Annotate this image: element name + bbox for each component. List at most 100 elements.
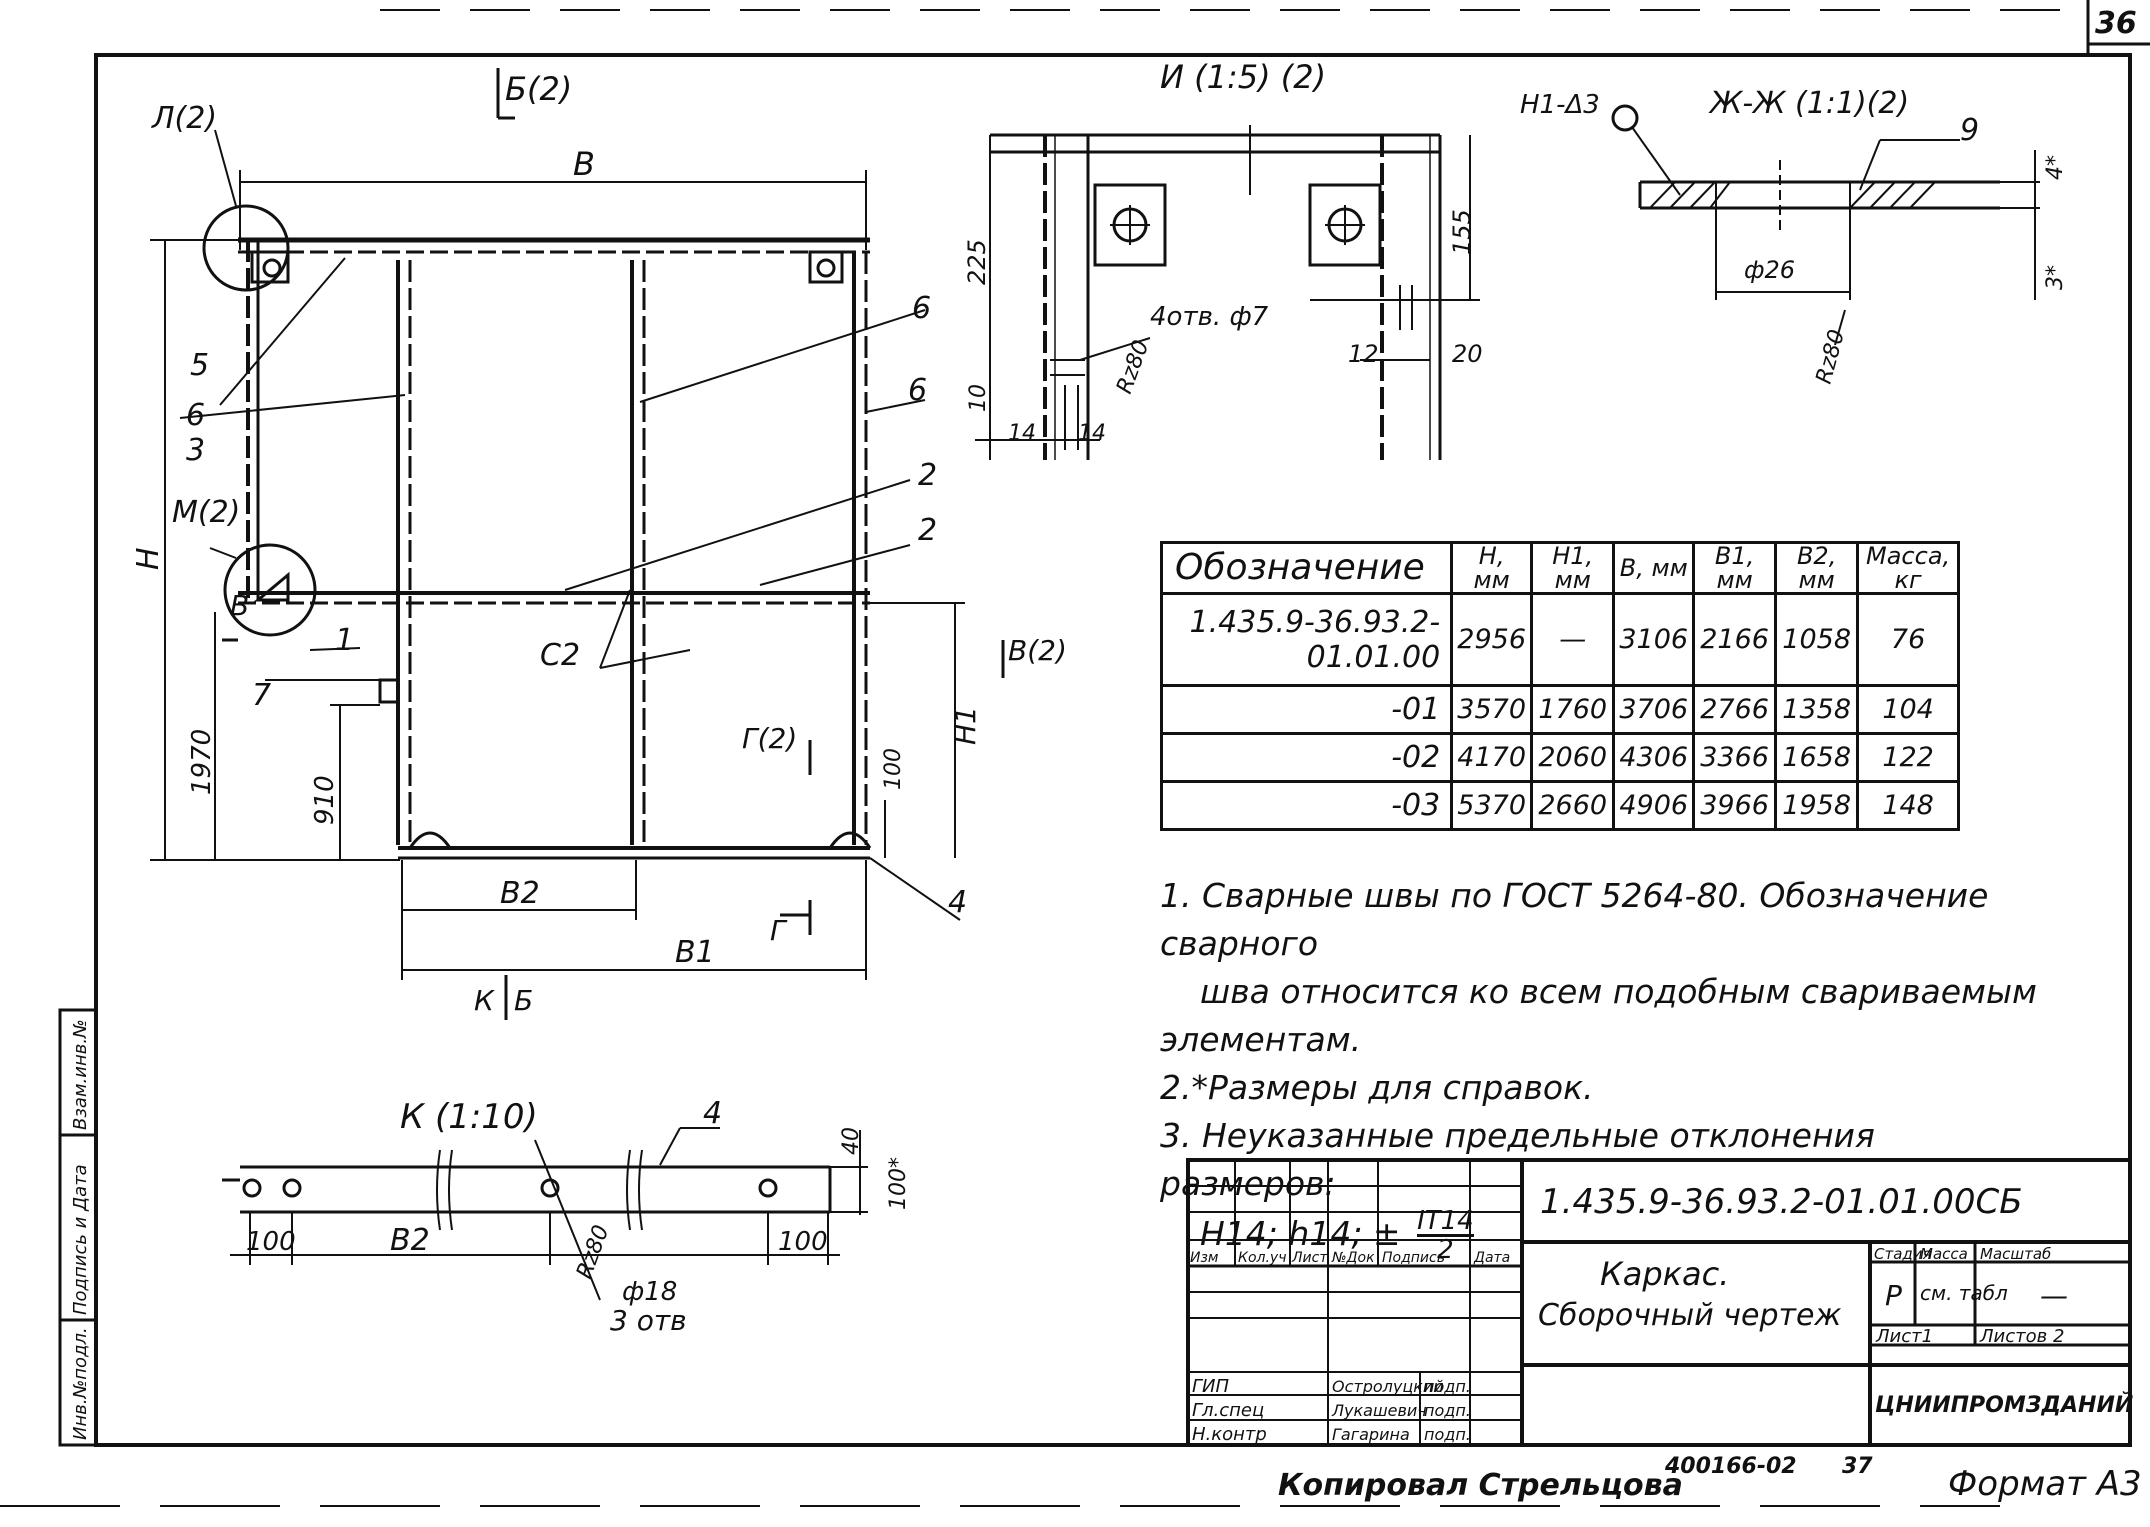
table-cell: 76 (1856, 591, 1960, 688)
tb-col-izm: Изм (1190, 1250, 1219, 1266)
tb-stage: Р (1885, 1279, 1902, 1312)
table-cell: -02 (1159, 732, 1454, 784)
table-header-b1: В1, мм (1692, 541, 1778, 595)
dim-225: 225 (963, 239, 991, 285)
dim-3: 3* (2043, 265, 2068, 290)
tb-mass-header: Масса (1920, 1245, 1968, 1263)
position-6a: 6 (186, 398, 205, 433)
table-cell: 3966 (1692, 780, 1778, 831)
position-5: 5 (190, 348, 209, 383)
tb-org: ЦНИИПРОМЗДАНИЙ (1875, 1392, 2133, 1418)
note-tolerance-line: Н14; h14; ± IT14 2 (1160, 1208, 2060, 1263)
position-2b: 2 (918, 513, 937, 548)
cut-k-label: К (474, 984, 495, 1017)
view-i-label: И (1:5) (2) (1160, 58, 1326, 96)
position-9: 9 (1960, 113, 1979, 148)
stamp-page: 37 (1842, 1454, 1873, 1479)
note-line: 3. Неуказанные предельные отклонения раз… (1160, 1116, 1875, 1203)
dim-k-100a: 100 (246, 1227, 296, 1257)
rz80-k: Rz80 (572, 1222, 614, 1282)
note-line: 2.*Размеры для справок. (1160, 1068, 1594, 1107)
tb-person-1: Остролуцкий (1332, 1377, 1444, 1396)
table-cell: -01 (1159, 684, 1454, 736)
tb-sign-3: подп. (1424, 1425, 1471, 1444)
dim-k-40: 40 (839, 1127, 864, 1155)
dim-14b: 14 (1078, 421, 1106, 446)
detail-l-circle (202, 204, 290, 292)
tb-col-ndok: №Док (1331, 1250, 1375, 1266)
frame-border (94, 53, 2132, 1447)
sheet-format: Формат А3 (1948, 1464, 2142, 1504)
table-cell: 1358 (1774, 684, 1860, 736)
dim-155: 155 (1448, 209, 1476, 255)
dim-4: 4* (2043, 155, 2068, 180)
table-cell: 1658 (1774, 732, 1860, 784)
weld-c2-label: С2 (540, 638, 580, 673)
tb-stage-header: Стадия (1874, 1245, 1932, 1263)
table-row: 1.435.9-36.93.2-01.01.00 2956 — 3106 216… (1159, 591, 1960, 688)
rz80-i: Rz80 (1112, 337, 1154, 397)
tb-mass: см. табл (1920, 1281, 2008, 1305)
view-k (222, 1127, 868, 1301)
tb-person-3: Гагарина (1332, 1425, 1410, 1444)
dim-b: В (573, 145, 595, 183)
table-cell: 4306 (1612, 732, 1696, 784)
table-cell: 148 (1856, 780, 1960, 831)
tb-col-kolch: Кол.уч (1238, 1250, 1286, 1266)
section-zh (1611, 104, 2040, 346)
table-header-row: Обозначение Н, мм Н1, мм В, мм В1, мм В2… (1159, 541, 1960, 595)
table-header-b: В, мм (1612, 541, 1696, 595)
dim-14a: 14 (1008, 421, 1036, 446)
position-1: 1 (335, 623, 354, 658)
table-header-mass: Масса, кг (1856, 541, 1960, 595)
tb-person-2: Лукашевич (1331, 1401, 1427, 1420)
main-frame-view (150, 68, 1005, 1020)
stamp-code: 400166-02 (1664, 1454, 1797, 1479)
table-cell: 3106 (1612, 591, 1696, 688)
position-7: 7 (252, 678, 271, 713)
dimensions-table: Обозначение Н, мм Н1, мм В, мм В1, мм В2… (1159, 541, 1960, 831)
tb-scale-header: Масштаб (1980, 1245, 2051, 1263)
weld-mark-label: Н1-Δ3 (1520, 90, 1600, 120)
title-block-lines (1186, 1158, 2132, 1447)
detail-l-label: Л(2) (151, 101, 217, 136)
table-cell: 2956 (1450, 591, 1534, 688)
note-line: элементам. (1160, 1020, 1362, 1059)
section-b-label: Б(2) (505, 70, 572, 108)
view-i (975, 125, 1480, 460)
section-zh-label: Ж-Ж (1:1)(2) (1708, 86, 1909, 121)
dim-12: 12 (1348, 340, 1379, 368)
cut-b-label: Б (514, 984, 533, 1017)
dim-k-b2: В2 (390, 1223, 430, 1258)
tb-role-glspec: Гл.спец (1192, 1400, 1264, 1421)
sheet-number: 36 (2095, 6, 2137, 41)
drawing-notes: 1. Сварные швы по ГОСТ 5264-80. Обозначе… (1160, 872, 2060, 1263)
dim-910: 910 (310, 775, 340, 825)
tb-role-gip: ГИП (1192, 1376, 1229, 1397)
table-cell: 1760 (1530, 684, 1616, 736)
title-code: 1.435.9-36.93.2-01.01.00СБ (1540, 1182, 2023, 1222)
table-cell: 3366 (1692, 732, 1778, 784)
table-cell: 122 (1856, 732, 1960, 784)
table-cell: 104 (1856, 684, 1960, 736)
table-header-designation: Обозначение (1159, 541, 1454, 595)
tb-role-nkontr: Н.контр (1192, 1424, 1267, 1445)
tb-sign-2: подп. (1424, 1401, 1471, 1420)
table-row: -02 4170 2060 4306 3366 1658 122 (1159, 732, 1960, 784)
margin-inv-orig-label: Инв.№подл. (70, 1327, 91, 1440)
table-cell: 1058 (1774, 591, 1860, 688)
title-name-2: Сборочный чертеж (1538, 1298, 1841, 1333)
margin-sign-label: Подпись и Дата (70, 1164, 91, 1315)
position-4: 4 (948, 885, 967, 920)
table-cell: 1.435.9-36.93.2-01.01.00 (1159, 591, 1454, 688)
note-line: 1. Сварные швы по ГОСТ 5264-80. Обозначе… (1160, 876, 1989, 963)
table-cell: 4906 (1612, 780, 1696, 831)
table-cell: 3570 (1450, 684, 1534, 736)
cut-g-label: Г (770, 914, 788, 947)
note-fraction-den: 2 (1437, 1235, 1454, 1265)
dim-h: Н (131, 547, 166, 570)
table-row: -03 5370 2660 4906 3966 1958 148 (1159, 780, 1960, 831)
dim-b1: В1 (675, 935, 715, 970)
position-6c: 6 (908, 373, 927, 408)
table-header-h: Н, мм (1450, 541, 1534, 595)
